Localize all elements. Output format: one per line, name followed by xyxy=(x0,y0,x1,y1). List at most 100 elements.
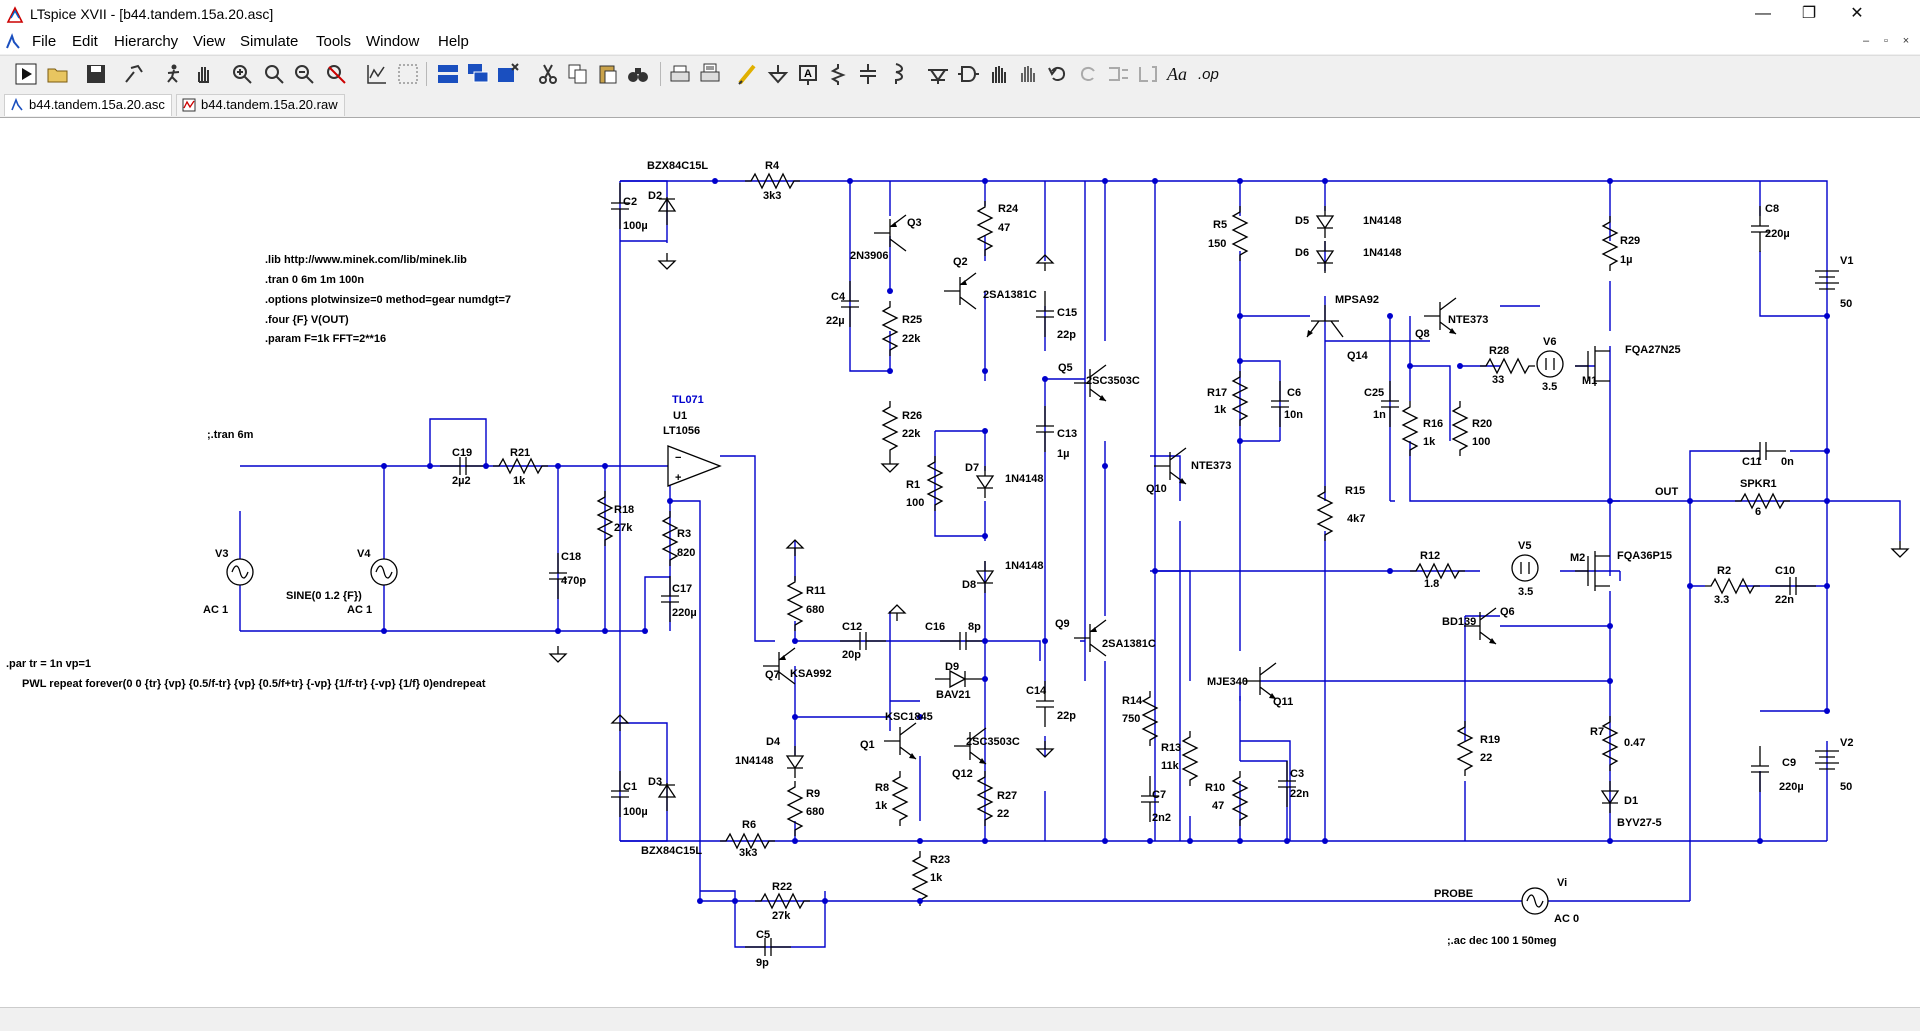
svg-text:−: − xyxy=(675,452,681,464)
menu-file[interactable]: File xyxy=(32,33,57,50)
close-button[interactable]: ✕ xyxy=(1850,5,1864,22)
minimize-button[interactable]: — xyxy=(1755,5,1771,22)
autoscale-icon[interactable] xyxy=(365,62,389,86)
label-q3-model: 2N3906 xyxy=(850,250,889,262)
pan-icon[interactable] xyxy=(192,62,216,86)
draw-wire-icon[interactable] xyxy=(736,62,760,86)
tile-icon[interactable] xyxy=(436,62,460,86)
label-spkr1: SPKR1 xyxy=(1740,478,1777,490)
label-r9: R9 xyxy=(806,788,820,800)
label-r13: R13 xyxy=(1161,742,1181,754)
close-window-icon[interactable] xyxy=(496,62,520,86)
mirror-icon[interactable] xyxy=(1136,62,1160,86)
tab-waveform[interactable]: b44.tandem.15a.20.raw xyxy=(176,94,345,116)
label-r10-value: 47 xyxy=(1212,800,1224,812)
menu-simulate[interactable]: Simulate xyxy=(240,33,299,50)
copy-icon[interactable] xyxy=(566,62,590,86)
label-q1-model: KSC1845 xyxy=(885,711,933,723)
control-panel-icon[interactable] xyxy=(122,62,146,86)
menu-edit[interactable]: Edit xyxy=(72,33,98,50)
restore-button[interactable]: ❐ xyxy=(1801,5,1817,22)
label-c14-value: 22p xyxy=(1057,710,1076,722)
zoom-out-icon[interactable] xyxy=(292,62,316,86)
component-icon[interactable] xyxy=(956,62,980,86)
tab-schematic-label: b44.tandem.15a.20.asc xyxy=(29,97,165,112)
label-c10: C10 xyxy=(1775,565,1795,577)
child-minimize-button[interactable]: – xyxy=(1862,35,1870,47)
resistor-icon[interactable] xyxy=(826,62,850,86)
tab-schematic[interactable]: b44.tandem.15a.20.asc xyxy=(4,94,172,116)
svg-text:+: + xyxy=(675,472,681,484)
label-r25-value: 22k xyxy=(902,333,921,345)
grid-icon[interactable] xyxy=(396,62,420,86)
spice-directive-icon[interactable]: .op xyxy=(1198,62,1222,86)
run-pause-icon[interactable] xyxy=(162,62,186,86)
label-net-icon[interactable]: A xyxy=(796,62,820,86)
save-icon[interactable] xyxy=(84,62,108,86)
label-c25-value: 1n xyxy=(1373,409,1386,421)
capacitor-icon[interactable] xyxy=(856,62,880,86)
label-r11-value: 680 xyxy=(806,604,824,616)
label-v4: V4 xyxy=(357,548,371,560)
run-icon[interactable] xyxy=(14,62,38,86)
menu-bar: File Edit Hierarchy View Simulate Tools … xyxy=(0,30,1920,54)
document-icon[interactable] xyxy=(4,33,22,51)
label-q2-model: 2SA1381C xyxy=(983,289,1037,301)
label-r11: R11 xyxy=(806,585,826,597)
label-c3-value: 22n xyxy=(1290,788,1309,800)
move-icon[interactable] xyxy=(986,62,1010,86)
label-out: OUT xyxy=(1655,486,1679,498)
label-r5-value: 150 xyxy=(1208,238,1226,250)
rotate-icon[interactable] xyxy=(1106,62,1130,86)
zoom-fit-icon[interactable] xyxy=(324,62,348,86)
find-icon[interactable] xyxy=(626,62,650,86)
child-restore-button[interactable]: ▫ xyxy=(1884,35,1888,47)
label-r24: R24 xyxy=(998,203,1019,215)
drag-icon[interactable] xyxy=(1016,62,1040,86)
label-c17: C17 xyxy=(672,583,692,595)
text-icon[interactable]: Aa xyxy=(1166,62,1190,86)
label-q2: Q2 xyxy=(953,256,968,268)
zoom-area-icon[interactable] xyxy=(262,62,286,86)
paste-icon[interactable] xyxy=(596,62,620,86)
schematic-labels: BZX84C15L R4 3k3 C2 100µ D2 .lib http://… xyxy=(6,160,1853,969)
ground-icon[interactable] xyxy=(766,62,790,86)
label-r20-value: 100 xyxy=(1472,436,1490,448)
schematic-canvas[interactable]: − + xyxy=(0,117,1920,1007)
open-icon[interactable] xyxy=(46,62,70,86)
label-c13: C13 xyxy=(1057,428,1077,440)
tab-bar: b44.tandem.15a.20.asc b44.tandem.15a.20.… xyxy=(0,92,1920,116)
label-m2-model: FQA36P15 xyxy=(1617,550,1672,562)
label-q10: Q10 xyxy=(1146,483,1167,495)
label-probe: PROBE xyxy=(1434,888,1473,900)
child-close-button[interactable]: × xyxy=(1902,35,1910,47)
menu-view[interactable]: View xyxy=(193,33,226,50)
menu-window[interactable]: Window xyxy=(366,33,420,50)
cascade-icon[interactable] xyxy=(466,62,490,86)
label-r17-value: 1k xyxy=(1214,404,1227,416)
menu-help[interactable]: Help xyxy=(438,33,469,50)
menu-tools[interactable]: Tools xyxy=(316,33,352,50)
print-setup-icon[interactable] xyxy=(698,62,722,86)
label-r19-value: 22 xyxy=(1480,752,1492,764)
print-icon[interactable] xyxy=(668,62,692,86)
label-r4-value: 3k3 xyxy=(763,190,781,202)
zoom-in-icon[interactable] xyxy=(230,62,254,86)
label-r20: R20 xyxy=(1472,418,1492,430)
schematic-drawing[interactable]: − + xyxy=(0,118,1920,1007)
inductor-icon[interactable] xyxy=(886,62,910,86)
label-d4-model: 1N4148 xyxy=(735,755,774,767)
diode-icon[interactable] xyxy=(926,62,950,86)
directive-param: .param F=1k FFT=2**16 xyxy=(265,333,386,345)
label-v3: V3 xyxy=(215,548,228,560)
label-d8-model: 1N4148 xyxy=(1005,560,1044,572)
undo-icon[interactable] xyxy=(1046,62,1070,86)
cut-icon[interactable] xyxy=(536,62,560,86)
label-d5-model: 1N4148 xyxy=(1363,215,1402,227)
tab-waveform-label: b44.tandem.15a.20.raw xyxy=(201,97,338,112)
menu-hierarchy[interactable]: Hierarchy xyxy=(114,33,179,50)
label-q1: Q1 xyxy=(860,739,875,751)
label-d8: D8 xyxy=(962,579,976,591)
label-c17-value: 220µ xyxy=(672,607,697,619)
redo-icon[interactable] xyxy=(1076,62,1100,86)
